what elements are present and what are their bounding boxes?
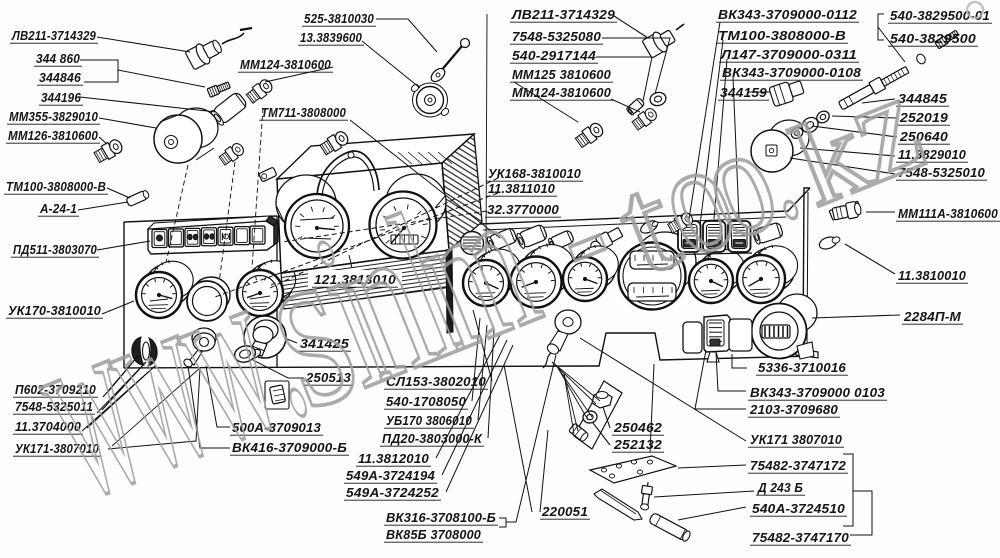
svg-text:А-24-1: А-24-1 xyxy=(39,201,77,216)
svg-text:540-2917144: 540-2917144 xyxy=(512,48,597,63)
svg-text:341425: 341425 xyxy=(300,336,350,351)
svg-text:Л147-3709000-0311: Л147-3709000-0311 xyxy=(720,47,857,62)
svg-text:УК171-3807010: УК171-3807010 xyxy=(15,441,99,456)
svg-text:540А-3724510: 540А-3724510 xyxy=(752,501,846,516)
svg-text:11.3810010: 11.3810010 xyxy=(898,268,967,283)
svg-text:ТМ711-3808000: ТМ711-3808000 xyxy=(261,105,346,120)
svg-text:ПД20-3803000-К: ПД20-3803000-К xyxy=(382,431,483,446)
svg-text:344845: 344845 xyxy=(898,91,948,106)
svg-text:75482-3747172: 75482-3747172 xyxy=(750,458,847,473)
svg-text:540-3829500-01: 540-3829500-01 xyxy=(890,8,990,23)
svg-text:ПД511-3803070: ПД511-3803070 xyxy=(13,242,97,257)
svg-text:ВК343-3709000-0112: ВК343-3709000-0112 xyxy=(718,7,858,22)
svg-text:ММ124-3810600: ММ124-3810600 xyxy=(512,85,612,100)
svg-text:УК171 3807010: УК171 3807010 xyxy=(750,432,843,447)
svg-text:2103-3709680: 2103-3709680 xyxy=(749,402,839,417)
svg-text:ВК416-3709000-Б: ВК416-3709000-Б xyxy=(232,440,347,455)
svg-text:ММ125 3810600: ММ125 3810600 xyxy=(512,67,612,82)
svg-text:СЛ153-3802010: СЛ153-3802010 xyxy=(386,374,487,389)
svg-text:250462: 250462 xyxy=(613,420,663,435)
svg-text:7548-5325011: 7548-5325011 xyxy=(15,399,93,414)
svg-text:ММ126-3810600: ММ126-3810600 xyxy=(8,128,99,143)
svg-text:7548-5325080: 7548-5325080 xyxy=(512,29,602,44)
svg-text:344 860: 344 860 xyxy=(36,51,81,66)
svg-text:121.3813010: 121.3813010 xyxy=(314,272,397,287)
svg-text:540-1708050: 540-1708050 xyxy=(386,394,467,409)
svg-text:252019: 252019 xyxy=(899,110,949,125)
svg-text:ВК316-3708100-Б: ВК316-3708100-Б xyxy=(386,510,496,525)
svg-text:ММ111А-3810600: ММ111А-3810600 xyxy=(898,206,999,221)
svg-text:344846: 344846 xyxy=(39,70,82,85)
svg-text:ВК343-3709000-0108: ВК343-3709000-0108 xyxy=(722,65,862,80)
svg-text:ВК85Б 3708000: ВК85Б 3708000 xyxy=(386,527,482,542)
svg-text:ММ355-3829010: ММ355-3829010 xyxy=(9,109,98,124)
svg-text:П602-3709210: П602-3709210 xyxy=(15,382,97,397)
svg-text:13.3839600: 13.3839600 xyxy=(300,30,362,45)
svg-text:344196: 344196 xyxy=(41,90,81,105)
svg-text:549А-3724194: 549А-3724194 xyxy=(346,468,436,483)
svg-text:ВК343-3709000 0103: ВК343-3709000 0103 xyxy=(750,385,886,400)
svg-text:11.3829010: 11.3829010 xyxy=(898,147,967,162)
svg-text:32.3770000: 32.3770000 xyxy=(487,202,560,217)
svg-text:500А-3709013: 500А-3709013 xyxy=(232,420,322,435)
svg-text:УК168-3810010: УК168-3810010 xyxy=(488,166,582,181)
svg-text:75482-3747170: 75482-3747170 xyxy=(752,530,850,545)
svg-text:540-3829500: 540-3829500 xyxy=(890,31,977,46)
svg-text:11.3811010: 11.3811010 xyxy=(488,181,556,196)
svg-text:549А-3724252: 549А-3724252 xyxy=(346,485,440,500)
svg-text:250640: 250640 xyxy=(899,129,949,144)
svg-text:ЛВ211-3714329: ЛВ211-3714329 xyxy=(11,28,96,43)
svg-text:УК170-3810010: УК170-3810010 xyxy=(8,303,102,318)
svg-text:УБ170 3806010: УБ170 3806010 xyxy=(386,413,472,428)
svg-text:344159: 344159 xyxy=(720,85,768,100)
svg-text:ТМ100-3808000-В: ТМ100-3808000-В xyxy=(718,28,846,43)
svg-text:ЛВ211-3714329: ЛВ211-3714329 xyxy=(511,7,616,22)
svg-text:252132: 252132 xyxy=(613,437,663,452)
svg-text:11.3704000: 11.3704000 xyxy=(15,419,82,434)
svg-text:Д 243 Б: Д 243 Б xyxy=(757,480,803,495)
svg-text:525-3810030: 525-3810030 xyxy=(304,11,374,26)
svg-text:220051: 220051 xyxy=(541,504,588,519)
svg-text:11.3812010: 11.3812010 xyxy=(358,451,430,466)
svg-text:ММ124-3810600: ММ124-3810600 xyxy=(240,57,332,72)
svg-text:ТМ100-3808000-В: ТМ100-3808000-В xyxy=(6,179,106,194)
svg-text:5336-3710016: 5336-3710016 xyxy=(758,360,847,375)
svg-text:7548-5325010: 7548-5325010 xyxy=(898,165,986,180)
svg-text:2284П-М: 2284П-М xyxy=(903,309,962,324)
svg-text:250513: 250513 xyxy=(305,370,352,385)
